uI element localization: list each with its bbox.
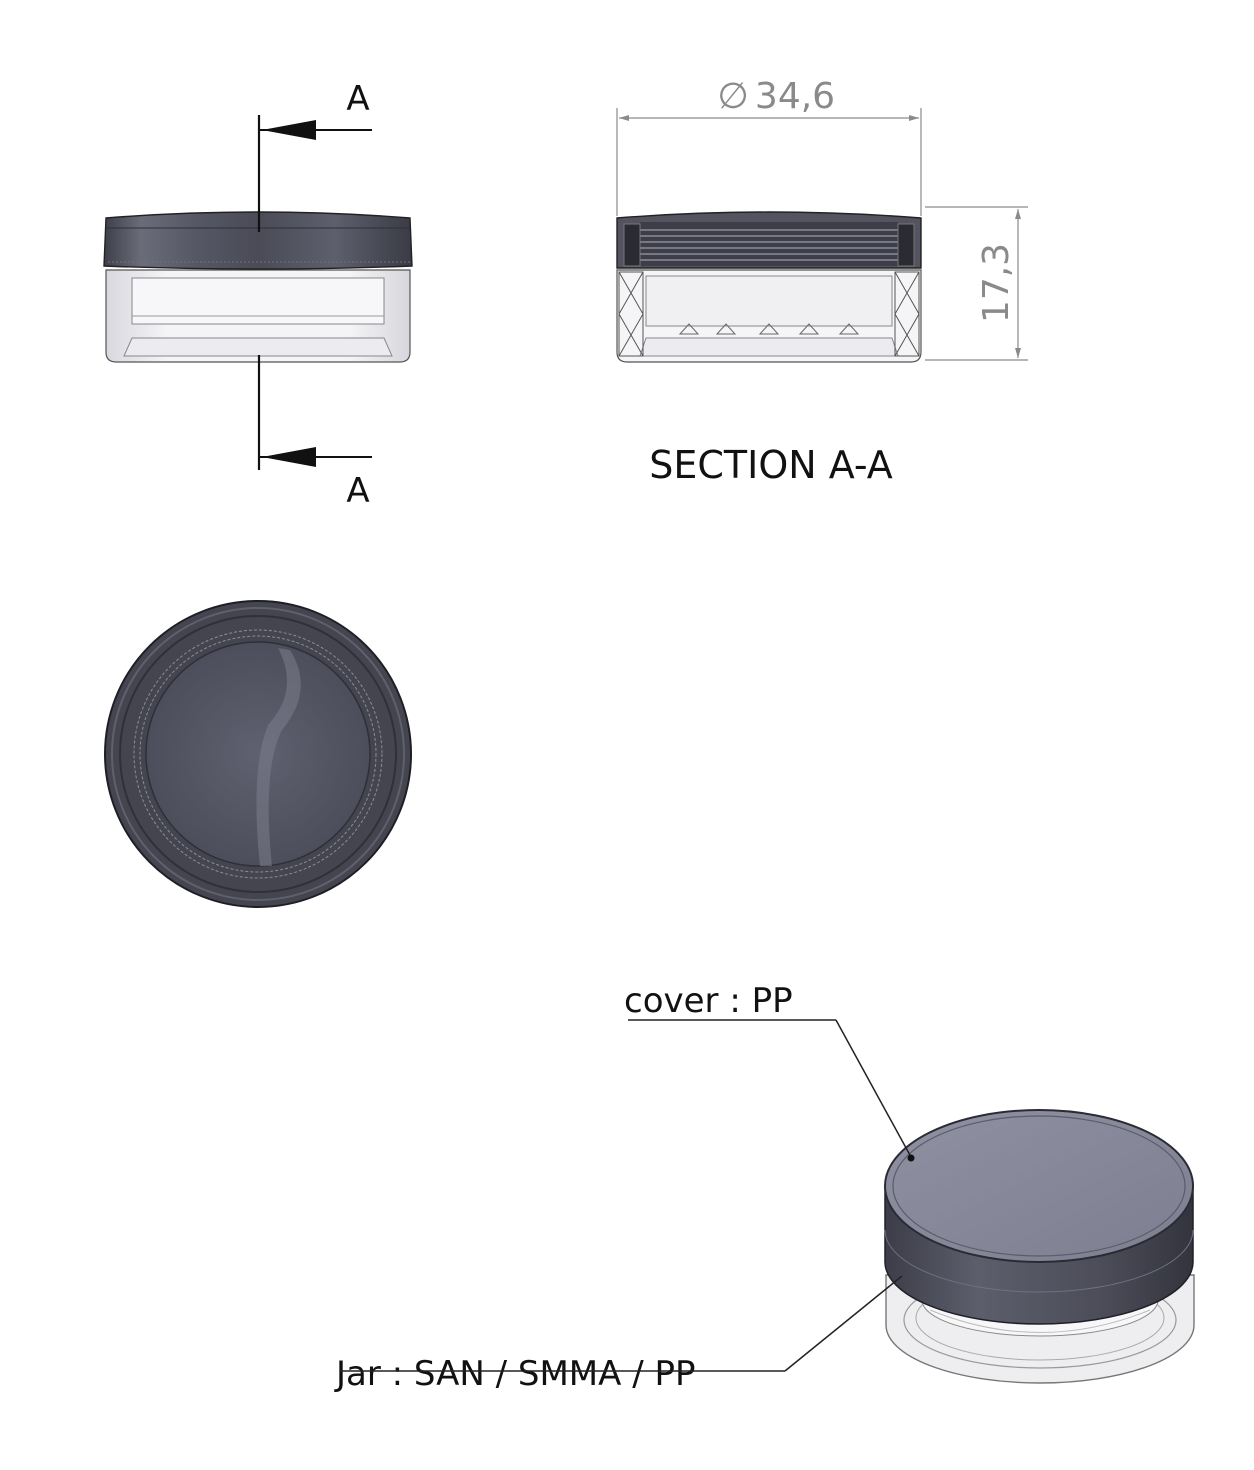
section-view: ∅ 34,6 17,3 SECTION A-A	[616, 76, 1028, 487]
section-arrow-bottom	[262, 447, 316, 467]
top-view-center-disc	[145, 641, 371, 867]
callout-cover-label: cover : PP	[624, 981, 793, 1021]
front-cap	[103, 211, 413, 270]
isometric-view	[884, 1109, 1195, 1384]
diameter-symbol: ∅	[717, 76, 748, 117]
callout-jar-leader	[784, 1275, 903, 1372]
top-view-highlight	[256, 648, 301, 866]
section-caption: SECTION A-A	[649, 443, 893, 487]
section-arrow-top	[262, 120, 316, 140]
front-jar-window	[131, 277, 385, 325]
callout-cover-leader	[835, 1019, 912, 1158]
callout-cover: cover : PP	[624, 981, 915, 1162]
section-marker-bottom-label: A	[346, 471, 369, 511]
section-rib-triangles	[678, 323, 860, 335]
front-jar-base	[123, 337, 393, 357]
top-view	[104, 600, 412, 908]
callout-jar: Jar : SAN / SMMA / PP	[334, 1275, 903, 1394]
iso-cap-top	[884, 1109, 1194, 1263]
callout-jar-label: Jar : SAN / SMMA / PP	[334, 1354, 695, 1394]
front-view: A A	[103, 79, 413, 511]
section-marker-top-label: A	[346, 79, 369, 119]
section-hatch-left	[618, 271, 644, 357]
height-value: 17,3	[976, 243, 1017, 323]
section-cap-threads	[628, 229, 912, 261]
diameter-value: 34,6	[755, 76, 835, 117]
section-hatch-right	[894, 271, 920, 357]
